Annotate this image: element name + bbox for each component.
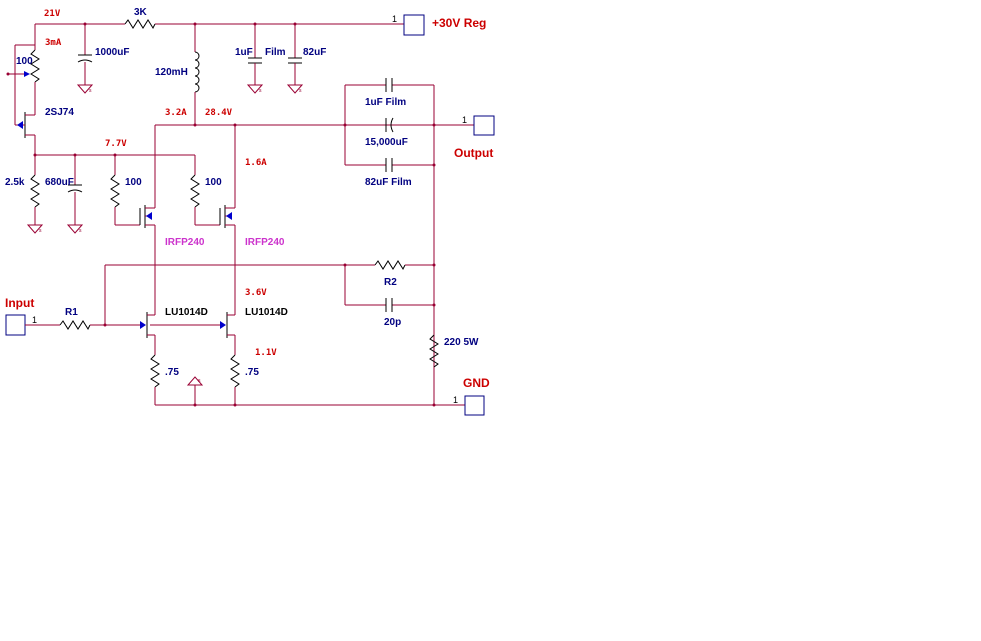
mosfet-irfp240-left[interactable]: IRFP240 — [139, 205, 205, 310]
capacitor-1uf-film-supply[interactable]: s 1uF Film — [235, 47, 286, 94]
supply-rail — [34, 22, 297, 58]
resistor-gate-left-label: 100 — [125, 177, 142, 188]
bias-node — [33, 153, 196, 185]
ground-port-pin: 1 — [453, 395, 458, 405]
svg-text:s: s — [39, 228, 42, 234]
jfet-2sj74-label: 2SJ74 — [45, 107, 74, 118]
supply-port-pin: 1 — [392, 14, 397, 24]
capacitor-1uf-label: 1uF — [235, 47, 253, 58]
port-input[interactable]: 1 Input — [5, 296, 60, 336]
annotation-28-4v: 28.4V — [205, 108, 233, 118]
ground-port-label: GND — [463, 376, 490, 390]
port-supply[interactable]: 1 +30V Reg — [255, 14, 486, 36]
svg-text:s: s — [79, 228, 82, 234]
jfet-left-label: LU1014D — [165, 307, 208, 318]
svg-text:s: s — [259, 88, 262, 94]
jfet-lu1014d-left[interactable]: LU1014D — [140, 307, 208, 355]
output-cap-bank — [344, 84, 436, 405]
output-port-label: Output — [454, 146, 493, 160]
ground-symbol: s — [76, 84, 94, 94]
resistor-gate-right[interactable]: 100 — [190, 174, 222, 226]
annotation-7-7v: 7.7V — [105, 139, 127, 149]
capacitor-out-82uf-film[interactable]: 82uF Film — [365, 158, 412, 188]
port-ground[interactable]: 1 GND — [434, 376, 490, 416]
resistor-gate-left[interactable]: 100 — [110, 174, 142, 226]
capacitor-1000uf-label: 1000uF — [95, 47, 129, 58]
ground-rail — [155, 403, 436, 407]
capacitor-out-82uf-label: 82uF Film — [365, 177, 412, 188]
supply-port-box[interactable] — [403, 14, 425, 36]
resistor-2-5k-label: 2.5k — [5, 177, 25, 188]
trimmer-100[interactable]: 3mA 100 — [6, 38, 62, 125]
output-port-box[interactable] — [473, 115, 495, 136]
annotation-21v: 21V — [44, 9, 61, 19]
resistor-source-left-label: .75 — [165, 367, 179, 378]
capacitor-82uf-supply[interactable]: s 82uF — [286, 47, 326, 94]
input-port-box[interactable] — [5, 314, 26, 336]
resistor-gate-right-label: 100 — [205, 177, 222, 188]
capacitor-680uf[interactable]: s 680uF — [45, 177, 84, 234]
ground-mark-source: s — [198, 378, 201, 384]
capacitor-film-label: Film — [265, 47, 286, 58]
resistor-source-left[interactable]: .75 — [150, 354, 179, 405]
drain-rail — [154, 123, 436, 205]
trimmer-100-label: 100 — [16, 56, 33, 67]
resistor-r2[interactable]: R2 — [374, 260, 406, 288]
annotation-1-6a: 1.6A — [245, 158, 267, 168]
resistor-3k[interactable]: 3K — [124, 7, 156, 30]
output-port-pin: 1 — [462, 115, 467, 125]
resistor-r1-label: R1 — [65, 307, 78, 318]
resistor-r1[interactable]: R1 — [59, 307, 91, 331]
capacitor-82uf-supply-label: 82uF — [303, 47, 326, 58]
inductor-120mh-label: 120mH — [155, 67, 188, 78]
input-port-pin: 1 — [32, 315, 37, 325]
annotation-1-1v: 1.1V — [255, 348, 277, 358]
capacitor-680uf-label: 680uF — [45, 177, 74, 188]
jfet-2sj74[interactable]: 2SJ74 — [15, 107, 74, 155]
annotation-3-6v: 3.6V — [245, 288, 267, 298]
mosfet-left-label: IRFP240 — [165, 237, 205, 248]
supply-port-label: +30V Reg — [432, 16, 486, 30]
capacitor-out-15000uf[interactable]: 15,000uF — [365, 117, 408, 148]
resistor-source-right-label: .75 — [245, 367, 259, 378]
port-output[interactable]: 1 Output — [434, 115, 495, 160]
annotation-3-2a: 3.2A — [165, 108, 187, 118]
input-port-label: Input — [5, 296, 34, 310]
mosfet-irfp240-right[interactable]: IRFP240 — [219, 205, 285, 310]
resistor-source-right[interactable]: .75 — [230, 354, 259, 405]
svg-text:s: s — [299, 88, 302, 94]
resistor-load-220[interactable]: 220 5W — [429, 334, 479, 368]
capacitor-1000uf[interactable]: 1000uF — [77, 47, 129, 85]
capacitor-out-1uf-label: 1uF Film — [365, 97, 406, 108]
inductor-120mh[interactable]: 120mH — [155, 51, 200, 125]
ground-port-box[interactable] — [464, 395, 485, 416]
feedback-rail — [104, 263, 436, 325]
resistor-load-label: 220 5W — [444, 337, 479, 348]
input-wiring — [90, 323, 225, 327]
capacitor-20p-label: 20p — [384, 317, 401, 328]
capacitor-out-15000uf-label: 15,000uF — [365, 137, 408, 148]
resistor-2-5k[interactable]: s 2.5k — [5, 174, 44, 234]
mosfet-right-label: IRFP240 — [245, 237, 285, 248]
jfet-lu1014d-right[interactable]: LU1014D — [220, 307, 288, 355]
capacitor-20p[interactable]: 20p — [384, 298, 401, 328]
svg-text:s: s — [89, 88, 92, 94]
ground-symbol-source: s — [186, 376, 204, 407]
jfet-right-label: LU1014D — [245, 307, 288, 318]
resistor-r2-label: R2 — [384, 277, 397, 288]
annotation-3ma: 3mA — [45, 38, 62, 48]
capacitor-out-1uf-film[interactable]: 1uF Film — [365, 78, 406, 108]
resistor-3k-label: 3K — [134, 7, 148, 18]
